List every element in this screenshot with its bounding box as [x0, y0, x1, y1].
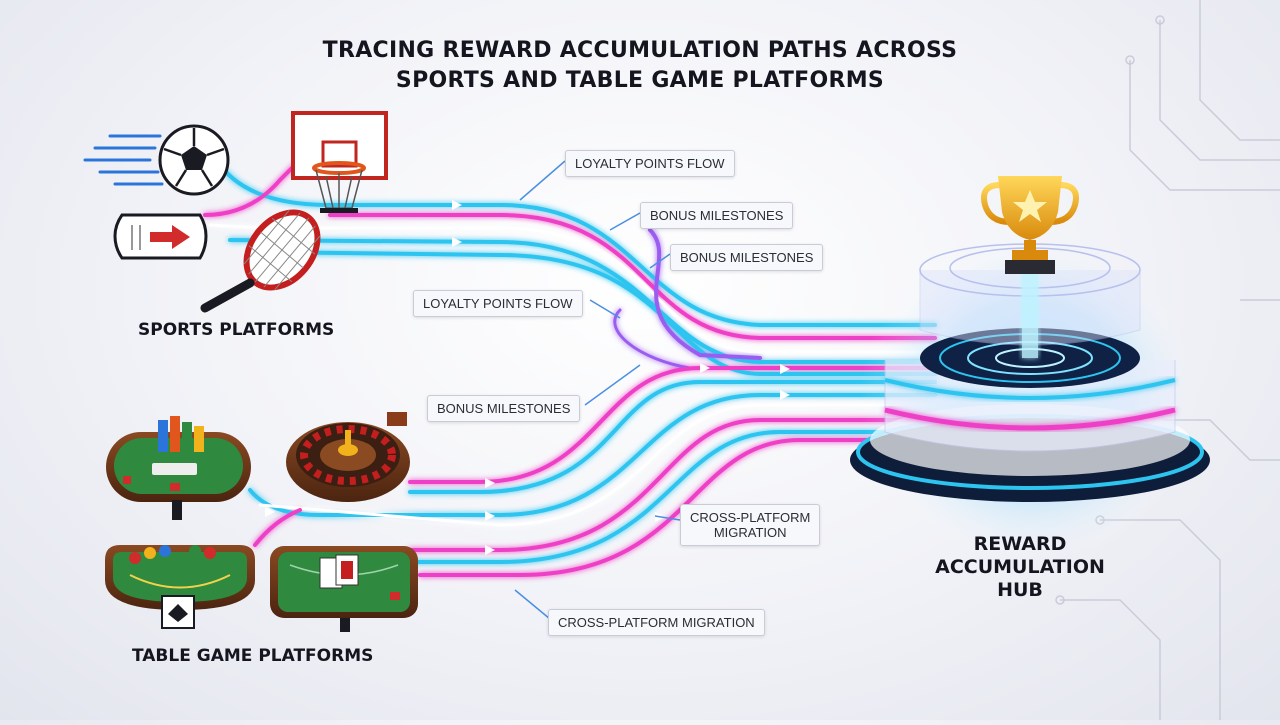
flow-arrow: [452, 200, 462, 210]
callout-leader: [654, 515, 681, 521]
callout-leader: [514, 589, 551, 620]
title-line-1: Tracing Reward Accumulation Paths Across: [322, 38, 958, 63]
callout-leader: [609, 212, 641, 231]
hub-label-line-2: Accumulation: [935, 556, 1105, 578]
flow-line-purple: [648, 228, 762, 360]
tennis-racket-icon: [200, 209, 321, 313]
callout-leader: [519, 160, 566, 201]
callout-leader: [649, 253, 671, 269]
callout-cross-platform-2: Cross-Platform Migration: [548, 609, 765, 636]
flow-line-sports-cyan-3: [258, 250, 937, 376]
callout-bonus-milestones-3: Bonus Milestones: [427, 395, 581, 422]
flow-arrow: [485, 478, 495, 488]
callout-cross-platform-1-line-1: Cross-Platform: [690, 510, 811, 525]
flow-line-sports-white: [208, 223, 937, 354]
title-line-2: Sports and Table Game Platforms: [395, 68, 885, 93]
flow-arrow: [780, 390, 790, 400]
basketball-hoop-icon: [291, 111, 388, 213]
flow-arrow: [485, 511, 495, 521]
callout-cross-platform-1-line-2: Migration: [713, 525, 787, 540]
flow-arrow: [265, 507, 275, 517]
flow-line-table1-cyan: [248, 393, 937, 517]
callout-loyalty-points-1: Loyalty Points Flow: [565, 150, 735, 177]
card-table-icon: [270, 546, 418, 632]
roulette-wheel-icon: [286, 412, 410, 502]
table-game-platforms-label: Table Game Platforms: [132, 646, 374, 666]
trophy-icon: [981, 176, 1079, 274]
flow-line-sports-magenta-2: [328, 213, 937, 340]
flow-line-table2-cyan: [408, 430, 937, 564]
reward-hub-label: Reward Accumulation Hub: [900, 533, 1140, 602]
flow-arrow: [452, 237, 462, 247]
page-title: Tracing Reward Accumulation Paths Across…: [240, 36, 1040, 96]
hub-label-line-1: Reward: [973, 533, 1067, 555]
callout-bonus-milestones-2: Bonus Milestones: [670, 244, 824, 271]
reward-hub: [850, 235, 1210, 565]
callout-leaders: [514, 160, 681, 620]
flow-arrow: [780, 364, 790, 374]
flow-line-roulette-magenta: [408, 366, 937, 484]
flow-line-purple-loop: [613, 308, 692, 370]
callout-leader: [589, 299, 621, 319]
flow-line-table1-white: [258, 403, 937, 527]
flow-lines: [203, 158, 937, 577]
ticket-icon: [113, 213, 208, 260]
flow-line-cross-magenta: [253, 508, 302, 547]
flow-line-sports-magenta-1: [203, 158, 302, 217]
soccer-ball-icon: [83, 124, 230, 196]
flow-arrow: [700, 363, 710, 373]
hub-label-line-3: Hub: [997, 579, 1043, 601]
callout-cross-platform-1: Cross-Platform Migration: [680, 504, 821, 546]
callout-leader: [584, 364, 641, 406]
blackjack-table-icon: [105, 545, 255, 629]
flow-line-sports-cyan-1: [218, 163, 937, 327]
callout-bonus-milestones-1: Bonus Milestones: [640, 202, 794, 229]
flow-line-table2-magenta: [408, 418, 937, 552]
callout-loyalty-points-2: Loyalty Points Flow: [413, 290, 583, 317]
flow-arrow: [485, 545, 495, 555]
sports-platforms-label: Sports Platforms: [138, 320, 335, 340]
flow-line-roulette-cyan: [408, 380, 937, 494]
poker-table-icon: [106, 416, 251, 520]
